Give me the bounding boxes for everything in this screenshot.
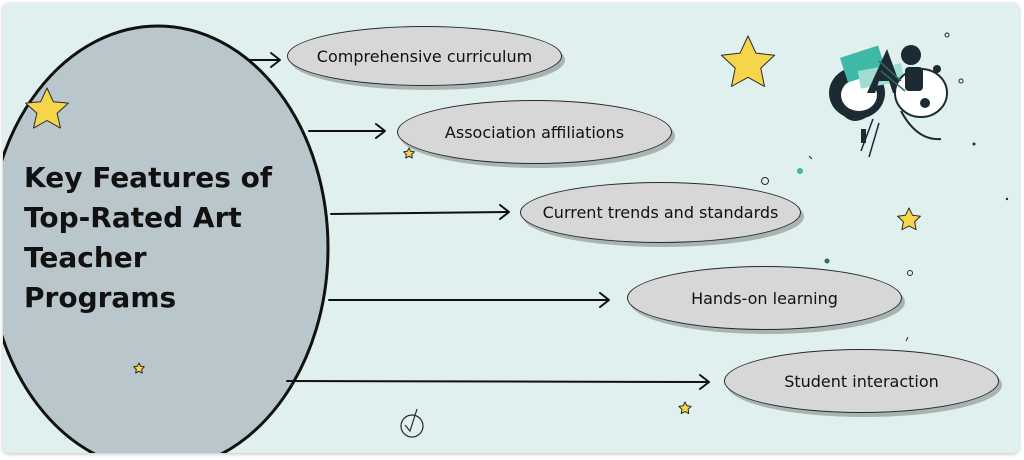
star-icon [133,362,145,374]
star-icon [720,35,776,87]
feature-current-trends: Current trends and standards [520,182,801,243]
decorative-dots [761,142,1009,342]
feature-association-affiliations: Association affiliations [397,100,672,164]
arrow-4 [328,292,610,308]
arrow-5 [286,374,710,390]
star-icon [678,401,692,414]
check-circle-icon [400,408,424,438]
diagram-graphics [3,24,1009,453]
main-circle [3,24,330,453]
arrow-2 [308,123,386,139]
main-title: Key Features of Top-Rated Art Teacher Pr… [24,161,273,314]
arrow-3 [330,204,510,220]
feature-student-interaction: Student interaction [724,349,999,413]
feature-comprehensive-curriculum: Comprehensive curriculum [287,26,562,86]
star-icon [25,87,69,129]
diagram-canvas: Key Features of Top-Rated Art Teacher Pr… [3,3,1019,453]
star-icon [403,147,415,159]
arrow-1 [247,52,281,68]
star-icon [897,207,921,231]
art-figures-icon [829,32,964,158]
feature-hands-on-learning: Hands-on learning [627,266,902,330]
